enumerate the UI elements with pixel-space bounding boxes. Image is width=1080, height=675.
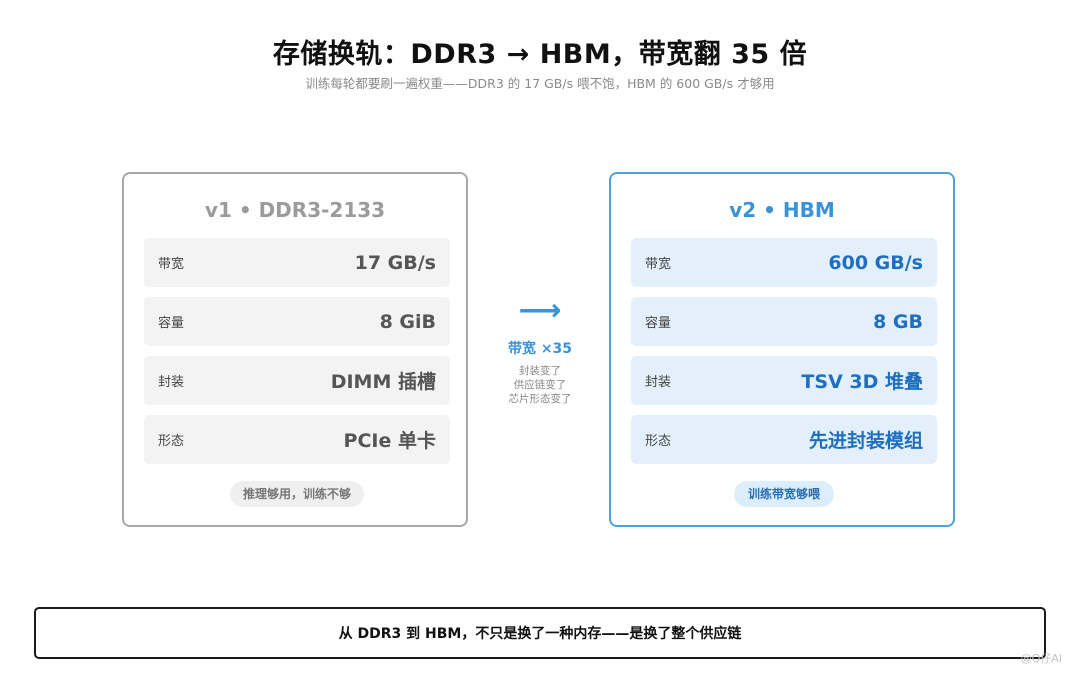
- transition-note: 供应链变了: [513, 379, 567, 391]
- transition-title: 带宽 ×35: [507, 341, 573, 357]
- transition-note: 封装变了: [519, 365, 561, 377]
- v2-row-packaging: 封装 TSV 3D 堆叠: [631, 356, 937, 405]
- v1-packaging-label: 封装: [158, 375, 185, 390]
- transition-block: ⟶ 带宽 ×35 封装变了 供应链变了 芯片形态变了: [490, 296, 590, 406]
- v2-row-form: 形态 先进封装模组: [631, 415, 937, 464]
- transition-note: 芯片形态变了: [508, 393, 572, 405]
- v2-verdict-pill: 训练带宽够喂: [734, 481, 834, 507]
- v2-capacity-label: 容量: [645, 316, 672, 331]
- v1-form-label: 形态: [158, 434, 185, 449]
- footer-takeaway: 从 DDR3 到 HBM，不只是换了一种内存——是换了整个供应链: [34, 607, 1046, 659]
- v2-packaging-value: TSV 3D 堆叠: [801, 371, 923, 393]
- v1-row-bandwidth: 带宽 17 GB/s: [144, 238, 450, 287]
- page-subtitle: 训练每轮都要刷一遍权重——DDR3 的 17 GB/s 喂不饱，HBM 的 60…: [305, 76, 775, 91]
- v1-ddr3-card: v1 • DDR3-2133 带宽 17 GB/s 容量 8 GiB 封装 DI…: [122, 172, 468, 527]
- v2-row-bandwidth: 带宽 600 GB/s: [631, 238, 937, 287]
- v2-form-label: 形态: [645, 434, 672, 449]
- v1-capacity-value: 8 GiB: [379, 310, 436, 333]
- v1-bandwidth-label: 带宽: [158, 257, 185, 272]
- v1-verdict-pill: 推理够用，训练不够: [230, 481, 364, 507]
- v1-card-title: v1 • DDR3-2133: [204, 198, 386, 222]
- v2-row-capacity: 容量 8 GB: [631, 297, 937, 346]
- transition-notes: 封装变了 供应链变了 芯片形态变了: [490, 364, 590, 406]
- v1-row-form: 形态 PCIe 单卡: [144, 415, 450, 464]
- v2-form-value: 先进封装模组: [808, 430, 923, 452]
- v2-packaging-label: 封装: [645, 375, 672, 390]
- v2-bandwidth-value: 600 GB/s: [828, 251, 923, 274]
- v2-card-title: v2 • HBM: [729, 198, 835, 222]
- watermark: @Q仔AI: [1020, 652, 1062, 665]
- v2-capacity-value: 8 GB: [873, 310, 923, 333]
- v1-packaging-value: DIMM 插槽: [330, 371, 436, 393]
- v1-row-packaging: 封装 DIMM 插槽: [144, 356, 450, 405]
- v1-row-capacity: 容量 8 GiB: [144, 297, 450, 346]
- v2-bandwidth-label: 带宽: [645, 257, 672, 272]
- v1-form-value: PCIe 单卡: [343, 430, 436, 452]
- right-arrow-icon: ⟶: [518, 293, 562, 328]
- v1-bandwidth-value: 17 GB/s: [354, 251, 436, 274]
- v1-capacity-label: 容量: [158, 316, 185, 331]
- page-title: 存储换轨：DDR3 → HBM，带宽翻 35 倍: [272, 39, 808, 70]
- v2-hbm-card: v2 • HBM 带宽 600 GB/s 容量 8 GB 封装 TSV 3D 堆…: [609, 172, 955, 527]
